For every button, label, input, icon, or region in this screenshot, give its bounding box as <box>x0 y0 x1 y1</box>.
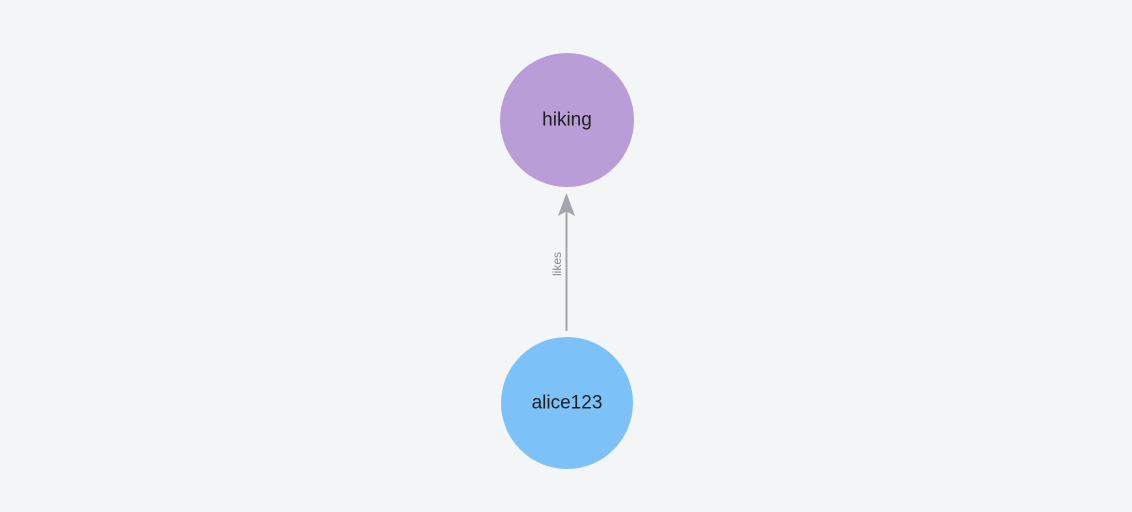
edge-alice123-likes-hiking[interactable]: likes <box>550 193 575 331</box>
node-hiking-circle[interactable] <box>500 53 634 187</box>
node-alice123-circle[interactable] <box>501 337 633 469</box>
node-alice123[interactable]: alice123 <box>501 337 633 469</box>
edge-label: likes <box>550 252 564 276</box>
arrowhead-up-icon <box>558 193 575 216</box>
node-hiking[interactable]: hiking <box>500 53 634 187</box>
